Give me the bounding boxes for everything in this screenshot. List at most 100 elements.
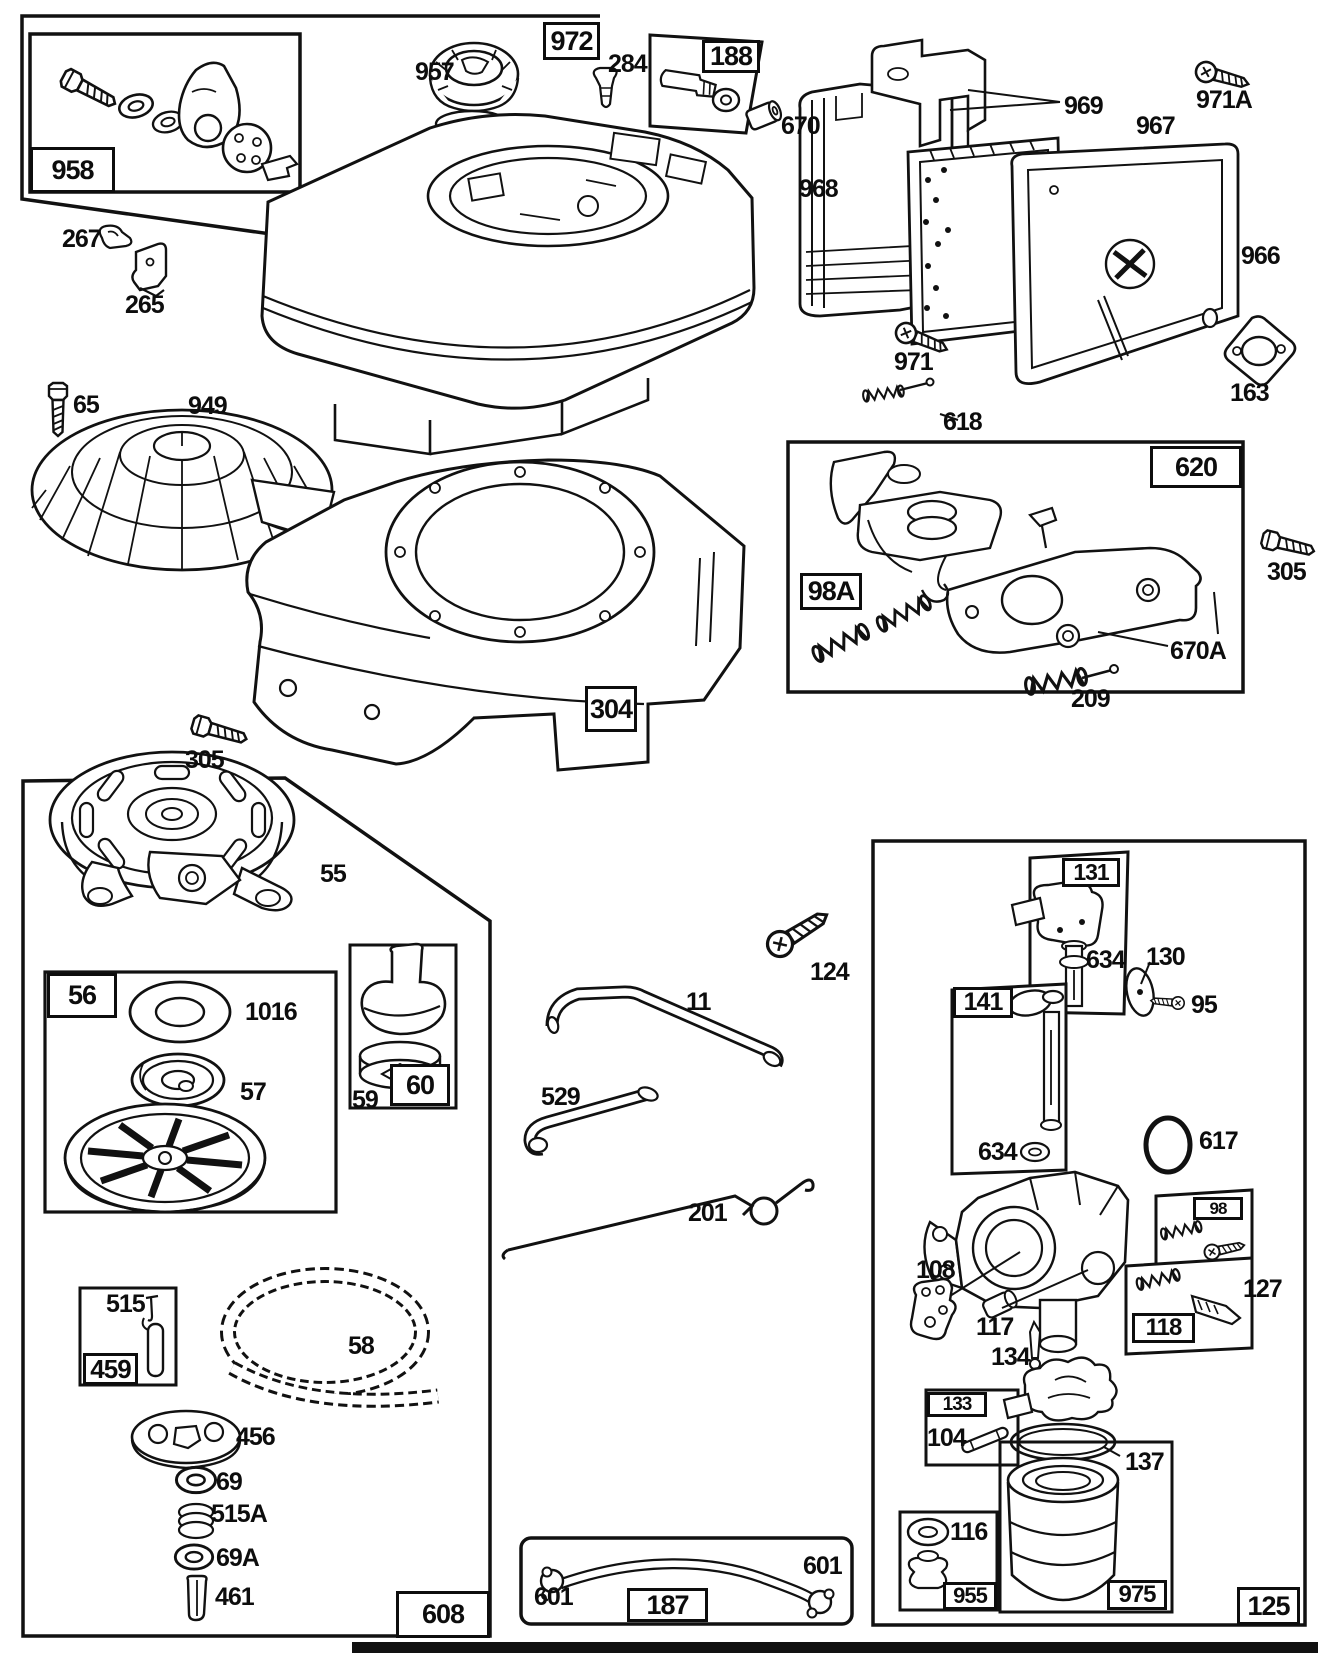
part-label-634-36: 634 [1086, 946, 1126, 974]
part-label-966-7: 966 [1241, 242, 1281, 270]
boxed-part-label-972-1: 972 [543, 22, 600, 60]
bracket-265 [131, 242, 168, 298]
boxed-part-label-133-15: 133 [927, 1392, 987, 1417]
gasket-108 [909, 1277, 957, 1341]
part-label-55-19: 55 [320, 860, 347, 888]
part-label-305-18: 305 [185, 746, 225, 774]
bowl-kit-box-975 [998, 1440, 1174, 1614]
part-label-104-45: 104 [927, 1424, 967, 1452]
boxed-part-label-141-12: 141 [953, 987, 1013, 1018]
boxed-part-label-125-18: 125 [1237, 1587, 1300, 1625]
part-label-265-15: 265 [125, 291, 165, 319]
part-label-461-33: 461 [215, 1583, 255, 1611]
starter-rope-58 [220, 1267, 439, 1408]
fuel-cap-957 [428, 41, 520, 113]
boxed-part-label-620-4: 620 [1150, 446, 1242, 488]
boxed-part-label-188-2: 188 [702, 40, 760, 73]
pin-461 [186, 1574, 208, 1622]
part-label-95-38: 95 [1191, 991, 1218, 1019]
spring-209 [1022, 664, 1119, 697]
governor-link-201 [501, 1178, 815, 1261]
fuel-line-box-187 [519, 1536, 854, 1626]
part-label-670-2: 670 [781, 112, 821, 140]
boxed-part-label-459-8: 459 [83, 1353, 138, 1385]
part-label-967-4: 967 [1136, 112, 1176, 140]
choke-kit-box-131 [1010, 850, 1130, 1016]
boxed-part-label-60-7: 60 [390, 1064, 450, 1106]
o-ring-617 [1143, 1115, 1193, 1175]
carburetor-body [923, 1170, 1130, 1354]
choke-disc-130 [1125, 967, 1155, 1017]
part-label-11-24: 11 [686, 988, 711, 1016]
carburetor-kit-box-125 [871, 839, 1307, 1627]
boxed-part-label-98-13: 98 [1193, 1197, 1243, 1220]
part-label-117-42: 117 [976, 1313, 1014, 1341]
boxed-part-label-56-6: 56 [47, 973, 117, 1018]
bushing-670 [745, 100, 783, 131]
boxed-part-label-958-0: 958 [30, 147, 115, 193]
part-label-515-27: 515 [106, 1290, 146, 1318]
float-valve-assembly [1002, 1356, 1118, 1422]
clip-267 [98, 224, 133, 250]
part-label-163-9: 163 [1230, 379, 1270, 407]
part-label-69A-32: 69A [216, 1544, 260, 1572]
boxed-part-label-187-10: 187 [627, 1588, 708, 1622]
leader-lines [939, 89, 1219, 1457]
part-label-957-0: 957 [415, 58, 455, 86]
control-bracket-box-620 [786, 440, 1245, 694]
part-label-456-29: 456 [236, 1423, 276, 1451]
part-label-69-30: 69 [216, 1468, 243, 1496]
part-label-515A-31: 515A [211, 1500, 268, 1528]
gasket-163 [1223, 315, 1297, 387]
part-label-137-46: 137 [1125, 1448, 1165, 1476]
part-label-201-26: 201 [688, 1199, 728, 1227]
part-label-134-43: 134 [991, 1343, 1031, 1371]
boxed-part-label-975-17: 975 [1107, 1580, 1167, 1610]
part-label-58-28: 58 [348, 1332, 375, 1360]
part-label-130-37: 130 [1146, 943, 1186, 971]
speed-control-kit-parts [57, 61, 299, 182]
spring-515A [177, 1502, 215, 1540]
screw-618 [861, 377, 935, 403]
part-label-529-25: 529 [541, 1083, 581, 1111]
part-label-601-34: 601 [534, 1583, 574, 1611]
part-label-267-14: 267 [62, 225, 102, 253]
part-label-971-8: 971 [894, 348, 934, 376]
boxed-part-label-118-14: 118 [1132, 1313, 1195, 1343]
rewind-starter-55 [48, 750, 296, 912]
part-label-57-21: 57 [240, 1078, 267, 1106]
bottom-edge-bar [352, 1642, 1318, 1653]
tube-529 [523, 1086, 659, 1156]
part-label-305-11: 305 [1267, 558, 1307, 586]
part-label-617-40: 617 [1199, 1127, 1239, 1155]
boxed-part-label-608-9: 608 [396, 1591, 490, 1638]
part-label-284-1: 284 [608, 50, 648, 78]
rope-handle-kit-59 [348, 942, 458, 1110]
boxed-part-label-304-3: 304 [585, 686, 637, 732]
part-label-124-23: 124 [810, 958, 850, 986]
part-label-618-10: 618 [943, 408, 983, 436]
part-label-127-44: 127 [1243, 1275, 1283, 1303]
part-label-670A-12: 670A [1170, 637, 1227, 665]
part-label-968-5: 968 [799, 175, 839, 203]
part-label-209-13: 209 [1071, 685, 1111, 713]
part-label-116-47: 116 [950, 1518, 988, 1546]
fuel-line-hose [539, 1558, 835, 1619]
air-cleaner-cover-966 [1010, 142, 1240, 386]
boxed-part-label-98A-5: 98A [800, 573, 862, 610]
boxed-part-label-955-16: 955 [943, 1582, 997, 1610]
part-label-969-3: 969 [1064, 92, 1104, 120]
boxed-part-label-131-11: 131 [1062, 858, 1120, 887]
part-label-971A-6: 971A [1196, 86, 1253, 114]
part-label-949-17: 949 [188, 392, 228, 420]
part-label-634-39: 634 [978, 1138, 1018, 1166]
part-label-108-41: 108 [916, 1256, 956, 1284]
tube-11 [545, 985, 784, 1068]
part-label-65-16: 65 [73, 391, 100, 419]
control-bracket-assembly-620 [829, 450, 1202, 654]
pulley-plate-456 [130, 1409, 242, 1470]
plug-284 [592, 66, 618, 109]
